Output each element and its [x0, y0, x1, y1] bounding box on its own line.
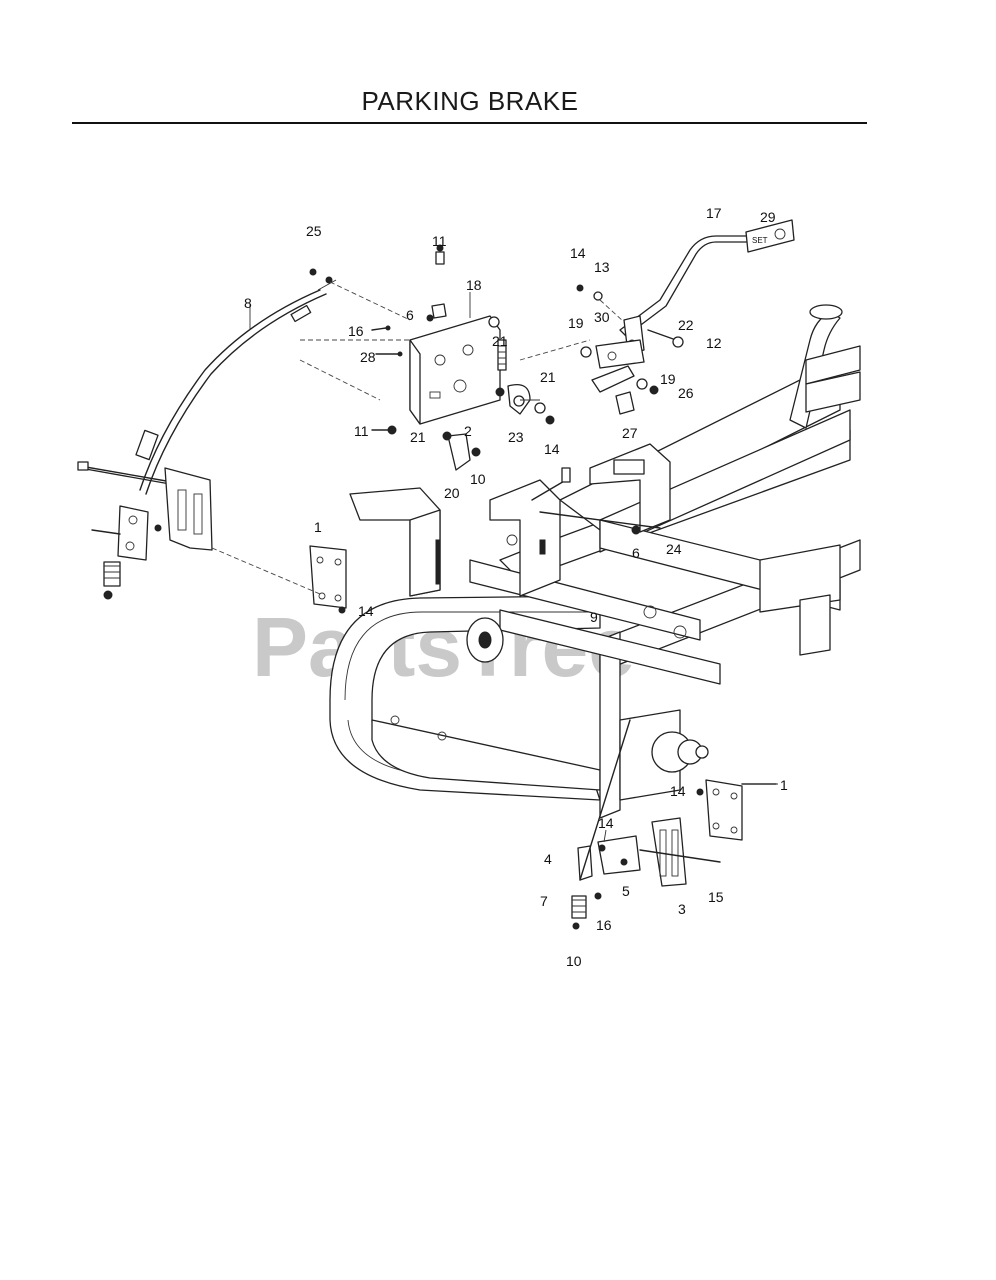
callout-4: 4	[544, 851, 552, 867]
callout-20: 20	[444, 485, 460, 501]
callout-2: 2	[464, 423, 472, 439]
callout-21: 21	[540, 369, 556, 385]
callout-19: 19	[660, 371, 676, 387]
callout-30: 30	[594, 309, 610, 325]
callout-17: 17	[706, 205, 722, 221]
linkage-rod	[531, 467, 661, 535]
left-brake-assembly	[77, 461, 347, 614]
callout-12: 12	[706, 335, 722, 351]
callout-9: 9	[590, 609, 598, 625]
callout-16: 16	[348, 323, 364, 339]
callout-14: 14	[570, 245, 586, 261]
title-divider	[72, 122, 867, 124]
callout-16: 16	[596, 917, 612, 933]
callout-21: 21	[492, 333, 508, 349]
callout-25: 25	[306, 223, 322, 239]
lever-bracket-assembly	[299, 244, 591, 471]
mower-frame	[329, 304, 861, 819]
callout-15: 15	[708, 889, 724, 905]
callout-8: 8	[244, 295, 252, 311]
callout-5: 5	[622, 883, 630, 899]
callout-7: 7	[540, 893, 548, 909]
callout-22: 22	[678, 317, 694, 333]
callout-1: 1	[314, 519, 322, 535]
callout-18: 18	[466, 277, 482, 293]
callout-24: 24	[666, 541, 682, 557]
callout-23: 23	[508, 429, 524, 445]
callout-1: 1	[780, 777, 788, 793]
callout-labels: 25 11 18 17 29 14 13 8 6 16 21 19 30 22 …	[244, 205, 788, 969]
callout-13: 13	[594, 259, 610, 275]
brake-cable	[135, 268, 337, 495]
callout-3: 3	[678, 901, 686, 917]
callout-14: 14	[670, 783, 686, 799]
callout-19: 19	[568, 315, 584, 331]
callout-6: 6	[632, 545, 640, 561]
callout-26: 26	[678, 385, 694, 401]
page-title: PARKING BRAKE	[361, 86, 579, 116]
callout-27: 27	[622, 425, 638, 441]
callout-10: 10	[470, 471, 486, 487]
callout-14: 14	[358, 603, 374, 619]
callout-6: 6	[406, 307, 414, 323]
callout-10: 10	[566, 953, 582, 969]
callout-14: 14	[544, 441, 560, 457]
brake-handle-assembly: SET	[576, 219, 795, 415]
callout-11: 11	[432, 233, 447, 249]
callout-21: 21	[410, 429, 426, 445]
svg-text:SET: SET	[752, 236, 768, 245]
callout-leaders	[249, 292, 778, 843]
callout-28: 28	[360, 349, 376, 365]
callout-29: 29	[760, 209, 776, 225]
right-brake-assembly	[571, 719, 777, 930]
callout-14: 14	[598, 815, 614, 831]
callout-11: 11	[354, 423, 369, 439]
